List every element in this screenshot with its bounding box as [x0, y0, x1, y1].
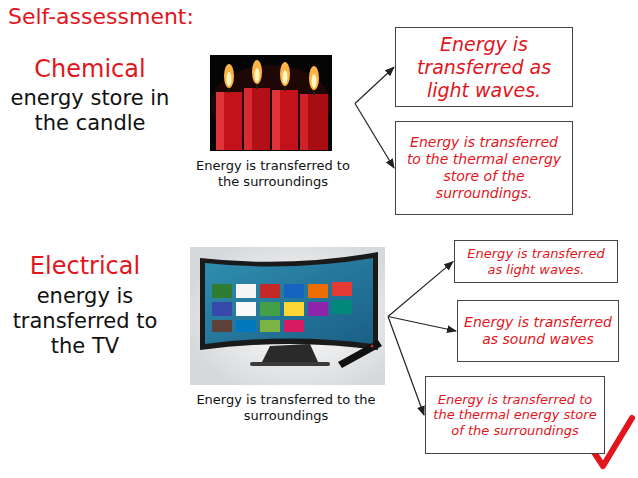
answer-text: Energy is transferred as sound waves: [464, 314, 612, 348]
candle-photo: [210, 55, 332, 151]
answer-box: Energy is transferred as light waves.: [395, 27, 573, 107]
answer-box: Energy is transferred as sound waves: [457, 300, 619, 362]
answer-text: Energy is transferred as light waves.: [402, 33, 566, 101]
picture-caption: Energy is transferred to the surrounding…: [186, 392, 386, 423]
answer-box: Energy is transferred to the thermal ene…: [395, 121, 573, 215]
arrow-connector: [388, 262, 453, 317]
arrow-connector: [355, 67, 394, 103]
answer-text: Energy is transferred to the thermal ene…: [402, 134, 566, 201]
energy-description: energy is transferred to the TV: [4, 284, 166, 360]
answer-text: Energy is transferred as light waves.: [461, 246, 611, 277]
arrow-connector: [388, 317, 456, 332]
answer-text: Energy is transferred to the thermal ene…: [432, 392, 598, 439]
energy-description: energy store in the candle: [4, 86, 176, 136]
picture-with-caption: Energy is transferred to the surrounding…: [193, 55, 353, 189]
energy-type-heading: Electrical: [4, 252, 166, 281]
picture-space: [193, 55, 353, 152]
picture-with-caption: Energy is transferred to the surrounding…: [186, 247, 386, 423]
arrow-connector: [355, 104, 394, 169]
picture-space: [186, 247, 386, 386]
energy-type-heading: Chemical: [4, 55, 176, 84]
picture-caption: Energy is transferred to the surrounding…: [193, 158, 353, 189]
tv-photo: [190, 247, 385, 385]
answer-box: Energy is transferred as light waves.: [454, 240, 618, 283]
answer-box: Energy is transferred to the thermal ene…: [425, 376, 605, 454]
slide-title: Self-assessment:: [8, 4, 194, 30]
arrow-connector: [388, 317, 424, 416]
